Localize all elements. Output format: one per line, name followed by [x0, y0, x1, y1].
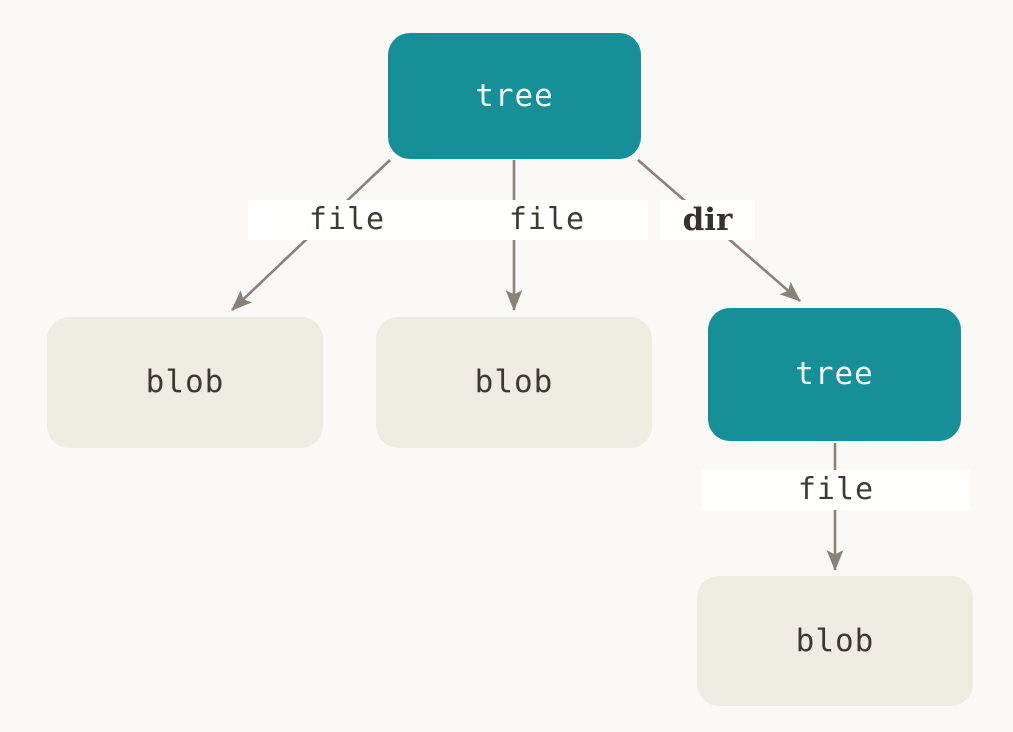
edge-label-text: file — [508, 202, 586, 237]
node-blob-middle[interactable]: blob — [376, 317, 652, 448]
node-label: tree — [475, 77, 554, 114]
edge-label-file-left: file — [248, 200, 446, 240]
edge-label-file-subtree: file — [702, 470, 970, 510]
node-label: blob — [795, 622, 875, 659]
edge-label-file-middle: file — [446, 200, 648, 240]
node-tree-sub[interactable]: tree — [708, 308, 961, 441]
edge-label-dir: dir — [660, 200, 755, 240]
node-label: blob — [474, 364, 554, 400]
edge-label-text: dir — [682, 201, 733, 238]
edge-label-text: file — [308, 202, 386, 237]
node-blob-bottom[interactable]: blob — [697, 576, 973, 706]
edge-label-text: file — [797, 472, 875, 507]
node-label: tree — [795, 356, 874, 392]
node-tree-root[interactable]: tree — [388, 33, 641, 159]
node-blob-left[interactable]: blob — [47, 317, 323, 448]
node-label: blob — [145, 364, 225, 400]
